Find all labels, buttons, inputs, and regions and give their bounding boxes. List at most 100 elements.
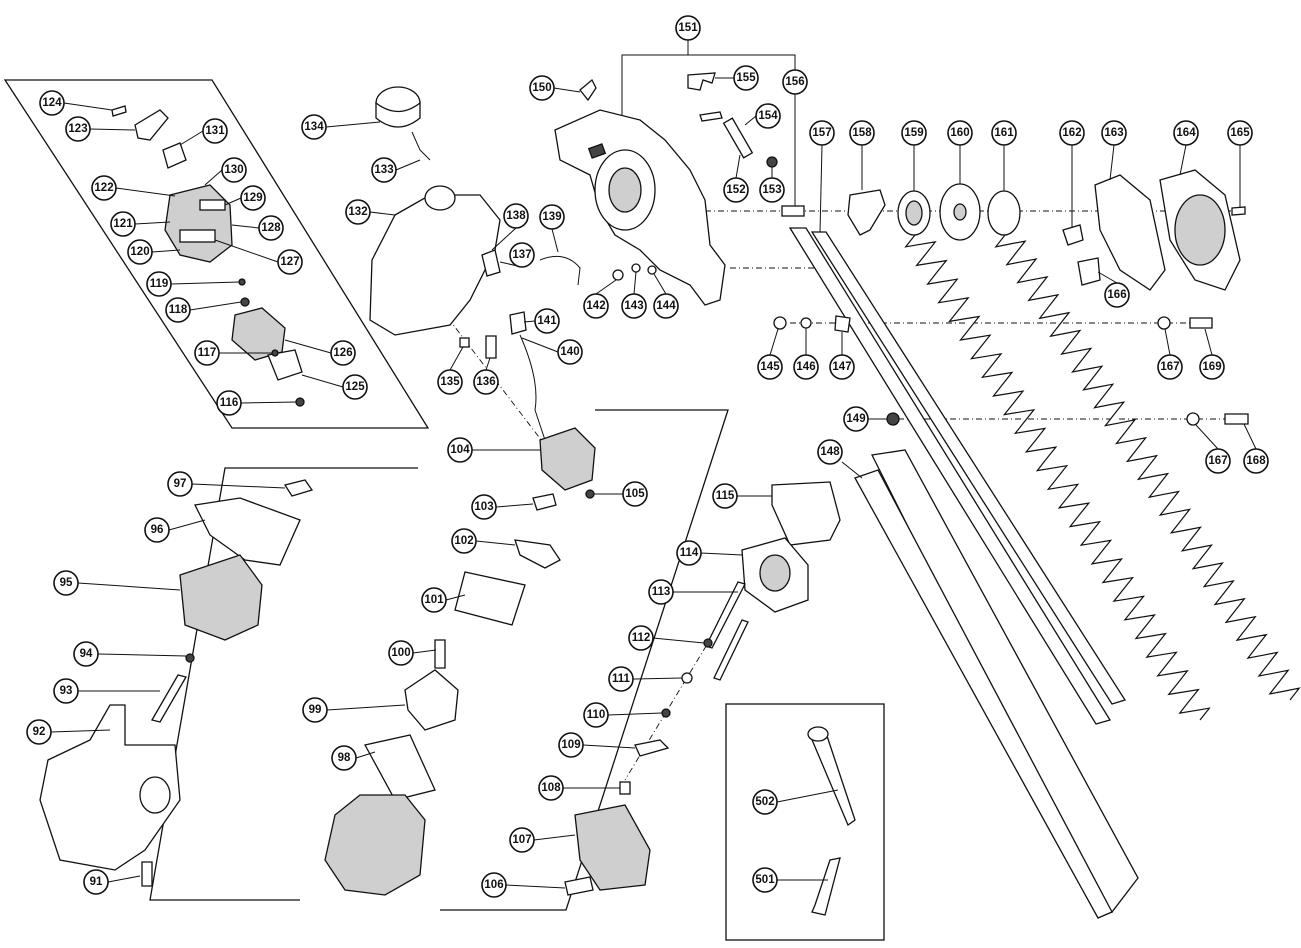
svg-text:136: 136: [476, 376, 495, 388]
blade-guide-bar: [788, 227, 1112, 725]
part-111-washer: [681, 672, 693, 684]
callout-137: 137: [499, 242, 535, 268]
callout-140: 140: [521, 337, 583, 365]
engine-parts: [39, 427, 596, 896]
engine-block: [324, 794, 426, 896]
part-146-washer: [800, 317, 812, 329]
callout-160: 160: [947, 120, 973, 184]
callout-116: 116: [216, 390, 297, 416]
part-92-guard-opening: [139, 776, 171, 814]
svg-text:155: 155: [736, 72, 756, 84]
part-135-plug: [459, 337, 470, 348]
starter-parts: [564, 481, 841, 896]
svg-text:152: 152: [726, 184, 745, 196]
callout-166: 166: [1097, 271, 1130, 308]
part-149-nut: [886, 412, 900, 426]
svg-text:135: 135: [440, 376, 460, 388]
callout-167a: 167: [1157, 328, 1183, 380]
gear-case-slot: [587, 143, 607, 159]
svg-text:118: 118: [169, 304, 188, 316]
part-104-carburetor: [539, 427, 596, 491]
callout-127: 127: [214, 239, 303, 275]
callout-104: 104: [447, 437, 540, 463]
callout-108: 108: [538, 775, 620, 801]
svg-text:120: 120: [130, 246, 149, 258]
callout-113: 113: [648, 579, 738, 605]
svg-text:125: 125: [345, 381, 365, 393]
svg-text:99: 99: [309, 704, 322, 716]
svg-text:112: 112: [632, 632, 651, 644]
part-131-cap: [162, 142, 187, 169]
callout-107: 107: [509, 827, 576, 853]
svg-text:105: 105: [625, 488, 645, 500]
part-166-block: [1077, 257, 1101, 286]
svg-text:154: 154: [758, 110, 778, 122]
part-115-cover: [771, 481, 841, 546]
svg-text:163: 163: [1104, 127, 1123, 139]
blade-guard-rail-2: [854, 469, 1113, 919]
svg-text:168: 168: [1246, 455, 1266, 467]
part-134-fuel-cap: [375, 101, 421, 128]
part-106-gasket: [564, 876, 594, 896]
callout-155: 155: [715, 65, 759, 91]
svg-text:96: 96: [151, 524, 164, 536]
part-112-nut: [703, 638, 713, 648]
callout-97: 97: [167, 471, 286, 497]
part-132-fuel-tank: [369, 194, 501, 336]
svg-text:502: 502: [755, 796, 774, 808]
svg-text:141: 141: [537, 315, 557, 327]
part-98-gasket: [364, 734, 436, 801]
svg-text:109: 109: [561, 739, 580, 751]
part-164-cover-dome: [1174, 194, 1226, 266]
part-103-gasket: [532, 493, 557, 511]
callout-150: 150: [529, 75, 581, 101]
part-91-screw: [141, 861, 153, 887]
svg-text:157: 157: [812, 127, 831, 139]
svg-text:102: 102: [454, 535, 473, 547]
callout-153: 153: [759, 167, 785, 203]
svg-text:132: 132: [348, 206, 367, 218]
svg-text:167: 167: [1160, 361, 1179, 373]
svg-text:93: 93: [60, 685, 73, 697]
part-158-plate: [847, 189, 886, 236]
part-145-nut: [773, 316, 787, 330]
callout-121: 121: [110, 211, 171, 237]
part-129-diaphragm: [199, 199, 226, 211]
fuel-tank-parts: [369, 86, 657, 441]
svg-text:148: 148: [820, 446, 840, 458]
part-119-washer: [238, 278, 246, 286]
part-502-socket-end: [807, 726, 829, 742]
callout-105: 105: [594, 481, 648, 507]
callout-118: 118: [165, 297, 242, 323]
part-147-plate: [834, 315, 851, 333]
svg-text:160: 160: [950, 127, 969, 139]
svg-text:169: 169: [1202, 361, 1221, 373]
part-123-plate: [134, 109, 169, 141]
part-99-cover: [404, 669, 459, 731]
callout-169: 169: [1199, 328, 1225, 380]
callout-128: 128: [231, 215, 284, 241]
svg-text:98: 98: [338, 752, 351, 764]
callout-139: 139: [539, 204, 565, 253]
callout-162: 162: [1059, 120, 1085, 228]
svg-text:124: 124: [42, 97, 62, 109]
svg-text:162: 162: [1062, 127, 1081, 139]
callout-124: 124: [39, 90, 113, 116]
callout-148: 148: [817, 439, 863, 479]
callout-98: 98: [331, 745, 376, 771]
svg-text:119: 119: [150, 278, 169, 290]
svg-text:133: 133: [374, 164, 393, 176]
part-116-screw-head: [295, 397, 305, 407]
svg-text:107: 107: [512, 834, 531, 846]
callout-102: 102: [451, 528, 516, 554]
callout-133: 133: [371, 157, 421, 183]
svg-text:123: 123: [68, 123, 87, 135]
svg-text:161: 161: [994, 127, 1014, 139]
part-140-fuel-hose: [519, 334, 546, 441]
cutter-blade-upper: [904, 234, 1211, 721]
engine-group-frame: [149, 467, 418, 901]
part-163-gasket: [1094, 174, 1166, 291]
svg-text:142: 142: [586, 300, 605, 312]
blade1-teeth: [904, 234, 1211, 721]
callout-99: 99: [302, 697, 406, 723]
